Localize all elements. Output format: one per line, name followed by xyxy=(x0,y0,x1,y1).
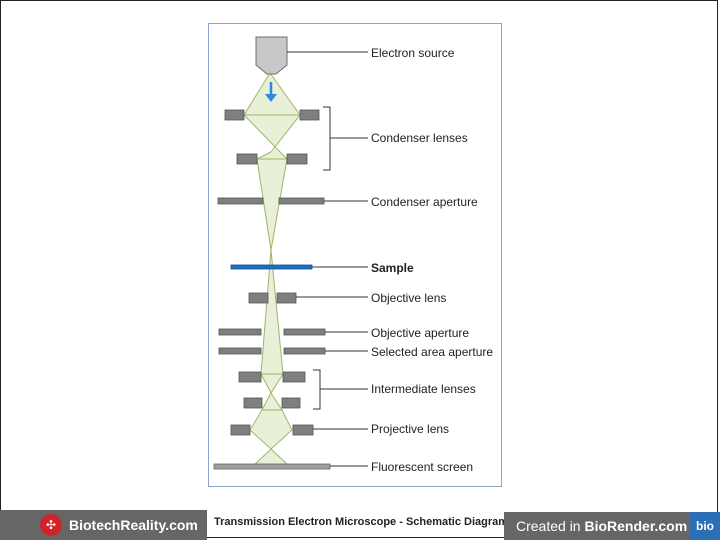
objective-lens xyxy=(248,292,297,304)
label-electron-source: Electron source xyxy=(371,46,455,60)
bracket-condenser-lenses xyxy=(323,106,368,171)
electron-arrow-head xyxy=(265,94,277,102)
electron-source-gun xyxy=(255,36,288,75)
biorender-badge[interactable]: Created in BioRender.com bio xyxy=(504,512,720,540)
created-brand: BioRender.com xyxy=(584,518,688,534)
sample-slide xyxy=(230,264,313,270)
figure-caption: Transmission Electron Microscope - Schem… xyxy=(214,516,509,528)
label-fluorescent-screen: Fluorescent screen xyxy=(371,460,473,474)
electron-source xyxy=(255,36,288,102)
brand-banner[interactable]: ✣ BiotechReality.com xyxy=(0,510,207,540)
beam-segment-intermediate xyxy=(260,373,284,411)
intermediate-lens-1 xyxy=(238,371,306,383)
label-projective-lens: Projective lens xyxy=(371,422,449,436)
label-sample: Sample xyxy=(371,261,414,275)
fluorescent-screen xyxy=(213,463,331,470)
label-intermediate-lenses: Intermediate lenses xyxy=(371,382,476,396)
created-prefix: Created in xyxy=(516,518,585,534)
biorender-logo-icon: bio xyxy=(690,512,720,540)
brand-name: BiotechReality.com xyxy=(69,517,198,533)
label-objective-lens: Objective lens xyxy=(371,291,446,305)
intermediate-lens-2 xyxy=(243,397,301,409)
leader-lines xyxy=(287,51,368,467)
created-in-text: Created in BioRender.com xyxy=(516,518,687,534)
condenser-lens-2 xyxy=(236,153,308,165)
bracket-intermediate-lenses xyxy=(313,369,368,410)
label-selected-area-aperture: Selected area aperture xyxy=(371,345,493,359)
electron-beam xyxy=(242,72,302,466)
projective-lens xyxy=(230,424,314,436)
condenser-lens-1 xyxy=(224,109,320,121)
label-objective-aperture: Objective aperture xyxy=(371,326,469,340)
beam-segment-upper xyxy=(256,158,288,251)
label-condenser-lenses: Condenser lenses xyxy=(371,131,468,145)
beam-segment-projective xyxy=(249,409,293,450)
beam-segment-condenser xyxy=(242,114,302,160)
biotech-logo-icon: ✣ xyxy=(40,514,62,536)
label-condenser-aperture: Condenser aperture xyxy=(371,195,478,209)
beam-segment-screen xyxy=(252,448,290,466)
